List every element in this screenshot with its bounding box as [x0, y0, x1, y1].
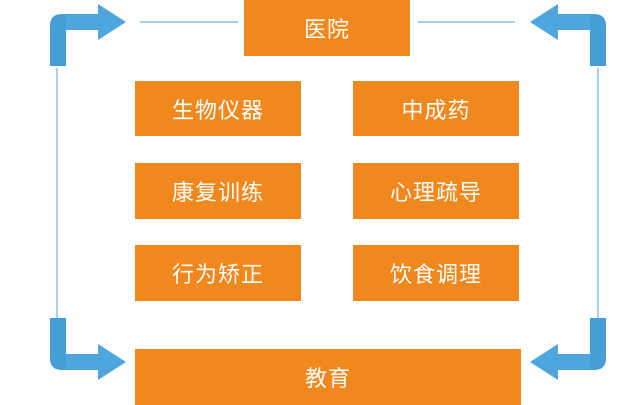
item-behavior-correction: 行为矫正	[135, 245, 301, 301]
item-rehab-training: 康复训练	[135, 163, 301, 219]
bottom-right-elbow-arrow-icon	[530, 318, 606, 380]
item-chinese-medicine: 中成药	[353, 81, 519, 136]
bottom-left-elbow-arrow-icon	[50, 318, 126, 380]
item-bio-instrument: 生物仪器	[135, 81, 301, 136]
item-psychological-counseling: 心理疏导	[353, 163, 519, 219]
item-diet-regulation: 饮食调理	[353, 245, 519, 301]
education-node: 教育	[135, 349, 521, 405]
top-right-elbow-arrow-icon	[530, 4, 606, 66]
top-left-elbow-arrow-icon	[50, 4, 126, 66]
hospital-node: 医院	[244, 0, 410, 56]
